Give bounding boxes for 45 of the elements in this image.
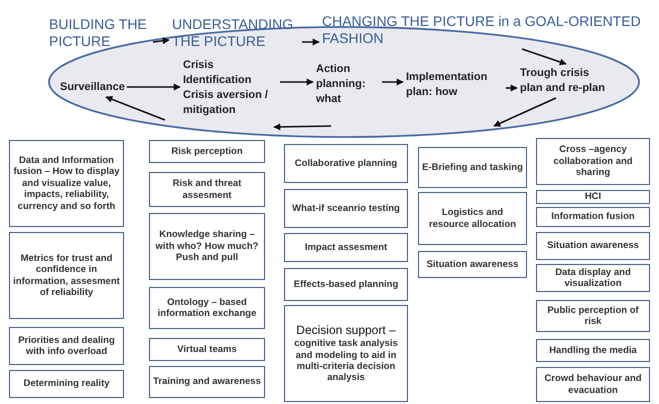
topic-box: Effects-based planning [284, 268, 408, 301]
topic-box: Training and awareness [149, 366, 265, 398]
arrow [522, 48, 567, 66]
topic-box: Risk perception [149, 140, 265, 163]
topic-box: Metrics for trust and confidence in information, assesment of reliability [9, 232, 124, 319]
topic-box: What-if sceanrio testing [284, 189, 408, 228]
topic-box: Priorities and dealing with info overload [9, 327, 124, 365]
topic-box: Collaborative planning [284, 144, 408, 183]
topic-box: Public perception of risk [536, 300, 650, 332]
arrow [126, 84, 181, 90]
arrow [382, 78, 404, 86]
heading-text: UNDERSTANDING THE PICTURE [172, 16, 300, 50]
arrow [506, 84, 518, 92]
arrow [105, 96, 166, 121]
topic-box [284, 305, 408, 402]
arrow [280, 78, 314, 86]
topic-box: Determining reality [9, 370, 124, 398]
step-text: Action planning: what [316, 62, 380, 107]
topic-box: Cross –agency collaboration and sharing [536, 138, 650, 185]
arrow [493, 97, 556, 127]
topic-box: Ontology – based information exchange [149, 287, 265, 329]
topic-box: Situation awareness [418, 251, 527, 278]
topic-box: E-Briefing and tasking [418, 147, 527, 188]
step-text: Surveillance [60, 80, 125, 95]
topic-box: Data display and visualization [536, 264, 650, 292]
arrow [302, 38, 320, 46]
box-heading: Decision support – [296, 323, 396, 338]
step-text: Implementation plan: how [406, 70, 504, 100]
step-text: Crisis Identification Crisis aversion / mitigation [183, 58, 278, 118]
topic-box: Handling the media [536, 339, 650, 362]
topic-box: Data and Information fusion – How to display and visualize value, impacts, reliability, currency and so forth [9, 140, 124, 227]
heading-text: BUILDING THE PICTURE [49, 16, 151, 50]
topic-box: Situation awareness [536, 232, 650, 260]
topic-box: Logistics and resource allocation [418, 192, 527, 245]
step-text: Trough crisis plan and re-plan [520, 66, 614, 96]
arrow [152, 37, 170, 44]
topic-box: Impact assesment [284, 233, 408, 262]
box-text: cognitive task analysis and modeling to aid in multi-criteria decision analysis [293, 338, 399, 384]
topic-box: Crowd behaviour and evacuation [536, 367, 650, 402]
topic-box: Virtual teams [149, 338, 265, 361]
topic-box: Risk and threat assesment [149, 172, 265, 207]
topic-box: Knowledge sharing – with who? How much? Push and pull [149, 213, 265, 280]
topic-box: Information fusion [536, 207, 650, 227]
topic-box: HCI [536, 190, 650, 204]
heading-text: CHANGING THE PICTURE in a GOAL-ORIENTED FASHION [322, 13, 658, 47]
